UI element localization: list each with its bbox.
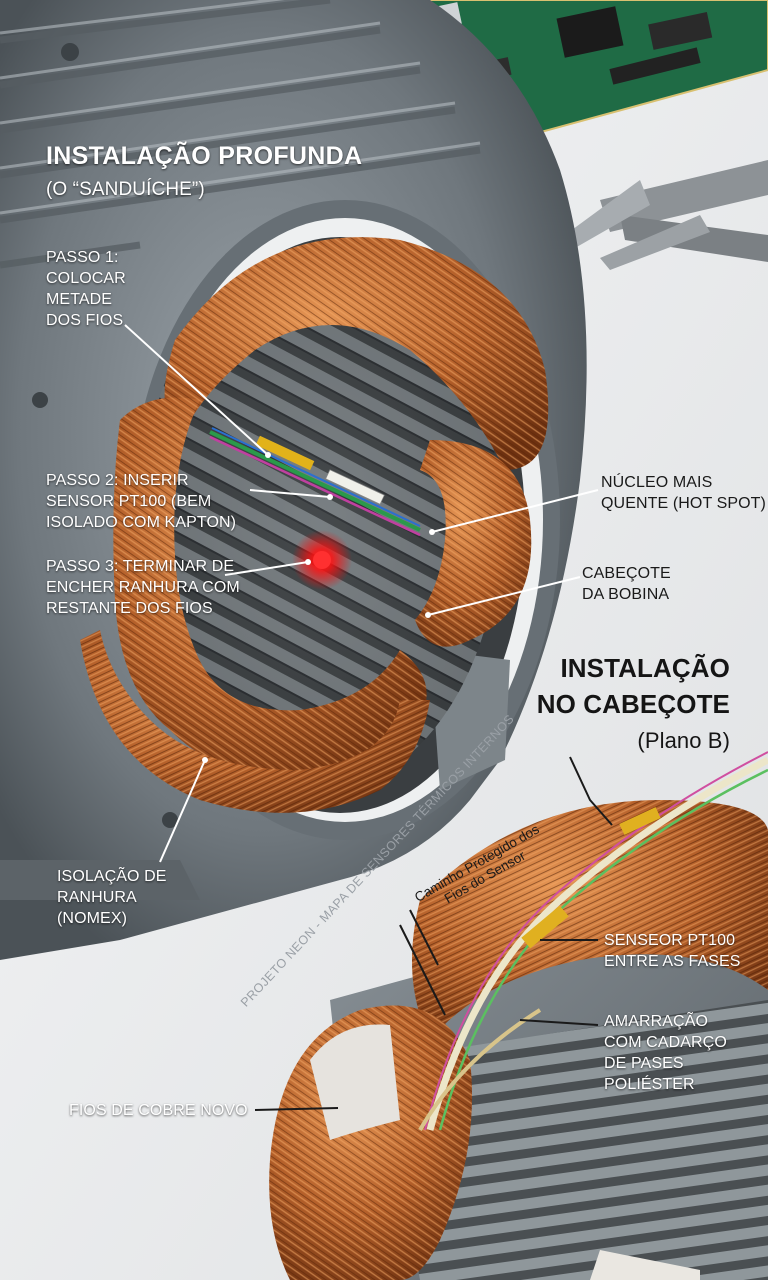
coil-head-label: CABEÇOTE DA BOBINA <box>582 565 671 603</box>
new-copper-label: FIOS DE COBRE NOVO <box>69 1102 248 1119</box>
head-install-subtitle: (Plano B) <box>637 728 730 753</box>
leader-lines <box>124 324 599 863</box>
step1-label: PASSO 1: COLOCAR METADE DOS FIOS <box>46 249 126 329</box>
leader-lines-dark <box>254 756 613 1111</box>
slot-insulation-label: ISOLAÇÃO DE RANHURA (NOMEX) <box>57 868 167 927</box>
hot-spot-label: NÚCLEO MAIS QUENTE (HOT SPOT) <box>601 474 766 512</box>
deep-install-title: INSTALAÇÃO PROFUNDA <box>46 142 363 170</box>
step2-label: PASSO 2: INSERIR SENSOR PT100 (BEM ISOLA… <box>46 472 237 531</box>
copper-winding-main <box>80 237 549 813</box>
second-stator <box>269 751 768 1280</box>
pt100-sensor-slot <box>209 427 421 537</box>
caliper <box>565 160 768 270</box>
head-install-title: INSTALAÇÃO NO CABEÇOTE <box>536 653 730 719</box>
step3-label: PASSO 3: TERMINAR DE ENCHER RANHURA COM … <box>46 558 240 617</box>
stator-core <box>140 250 500 790</box>
lacing-label: AMARRAÇÃO COM CADARÇO DE PASES POLIÉSTER <box>604 1013 727 1093</box>
deep-install-subtitle: (O “SANDUÍCHE”) <box>46 179 205 200</box>
sensor-between-phases-label: SENSEOR PT100 ENTRE AS FASES <box>604 932 741 970</box>
